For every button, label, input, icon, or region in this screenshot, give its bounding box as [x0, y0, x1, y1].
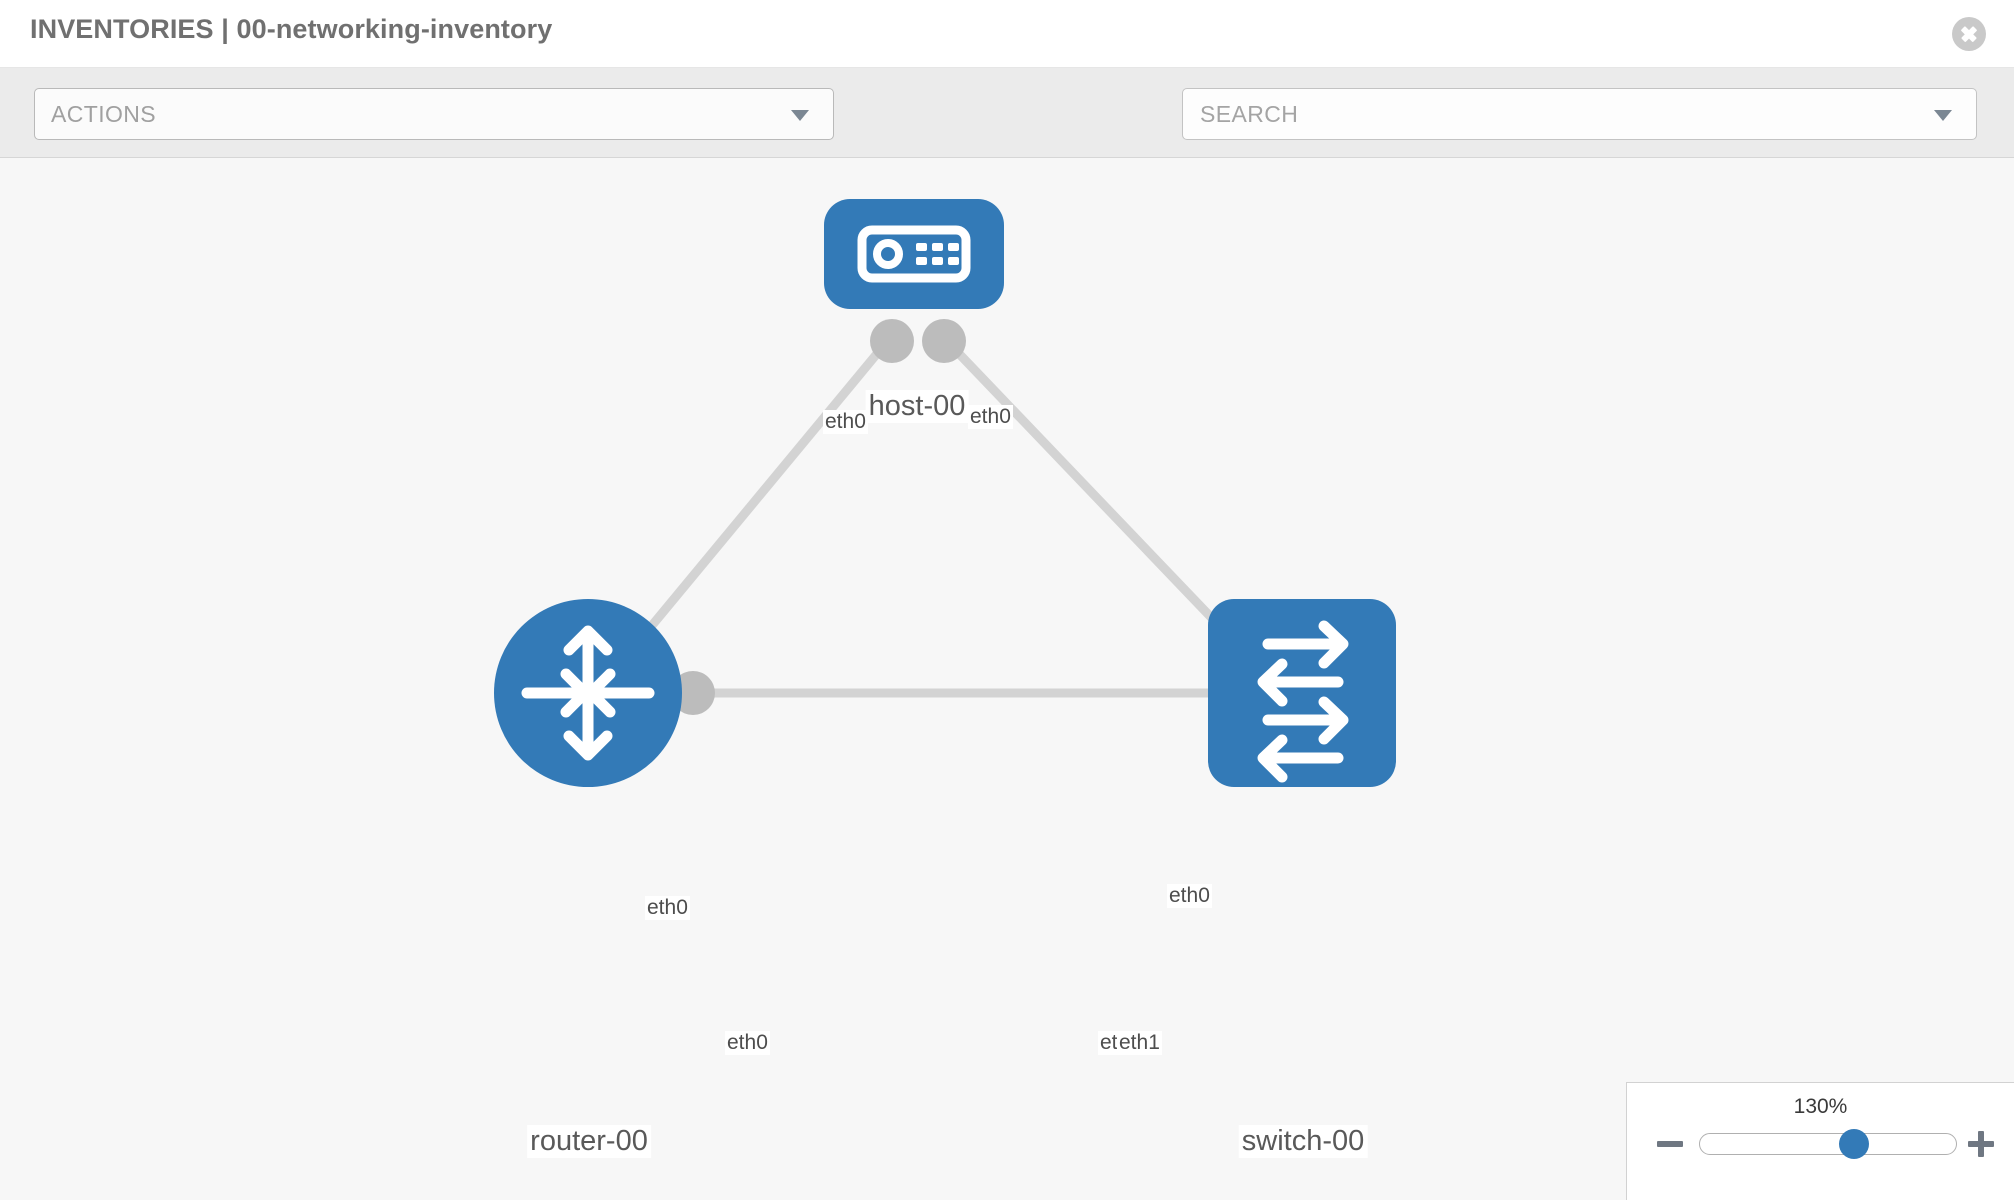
router-icon [521, 625, 655, 761]
search-input[interactable]: SEARCH [1182, 88, 1977, 140]
switch-icon [1257, 620, 1349, 783]
zoom-out-button[interactable] [1655, 1129, 1685, 1159]
link-endpoint [922, 319, 966, 363]
node-host-00 [824, 199, 1004, 309]
toolbar: ACTIONS SEARCH [0, 68, 2014, 200]
actions-dropdown-label: ACTIONS [51, 101, 157, 127]
link-endpoint [671, 671, 715, 715]
iface-label-router-eth0: eth0 [725, 1031, 770, 1055]
zoom-slider[interactable] [1699, 1129, 1957, 1159]
zoom-control-panel: 130% [1626, 1082, 2014, 1200]
switch-node-shape [1208, 599, 1396, 787]
search-placeholder: SEARCH [1200, 101, 1299, 127]
page-title: INVENTORIES | 00-networking-inventory [30, 14, 553, 44]
server-icon [857, 225, 971, 283]
iface-label-host-eth0-right: eth0 [968, 405, 1013, 429]
page-header: INVENTORIES | 00-networking-inventory [0, 0, 2014, 68]
node-switch-00 [1208, 599, 1396, 787]
chevron-down-icon [1934, 110, 1952, 121]
link-host-router [621, 335, 894, 661]
link-endpoint [870, 319, 914, 363]
close-icon[interactable] [1952, 17, 1986, 51]
link-host-switch [940, 334, 1254, 662]
iface-label-router-eth0-uplink: eth0 [645, 896, 690, 920]
node-label-router-00: router-00 [527, 1125, 651, 1158]
zoom-in-button[interactable] [1966, 1129, 1996, 1159]
topology-graph [494, 199, 1396, 787]
iface-label-switch-eth1: eth1 [1117, 1031, 1162, 1055]
zoom-level-label: 130% [1793, 1095, 1848, 1118]
iface-label-switch-eth0-uplink: eth0 [1167, 884, 1212, 908]
zoom-slider-handle[interactable] [1838, 1129, 1869, 1159]
iface-label-host-eth0-left: eth0 [823, 410, 868, 434]
node-router-00 [494, 599, 682, 787]
node-label-switch-00: switch-00 [1238, 1125, 1368, 1158]
host-node-shape [824, 199, 1004, 309]
actions-dropdown[interactable]: ACTIONS [34, 88, 834, 140]
node-label-host-00: host-00 [865, 390, 969, 423]
topology-canvas[interactable]: host-00 router-00 switch-00 eth0 eth0 et… [0, 158, 2014, 1200]
chevron-down-icon [791, 110, 809, 121]
